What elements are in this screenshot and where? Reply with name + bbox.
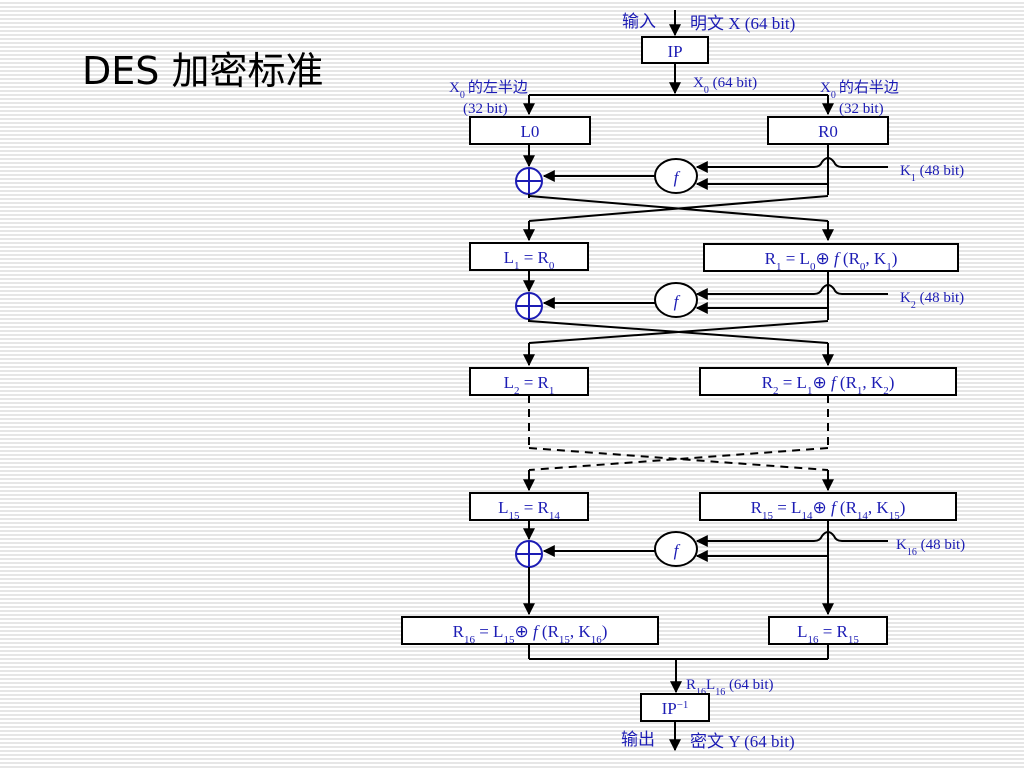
left-half-size: (32 bit) — [463, 101, 508, 117]
r0-box — [767, 116, 889, 145]
right-half-size: (32 bit) — [839, 101, 884, 117]
l15-box — [469, 492, 589, 521]
f-function-node — [654, 531, 698, 567]
k2-line — [695, 284, 888, 300]
l1-box — [469, 242, 589, 271]
k2-label: K2 (48 bit) — [900, 290, 964, 311]
x0-size-label: X0 (64 bit) — [693, 75, 757, 96]
ciphertext-label: 密文 Y (64 bit) — [690, 732, 795, 751]
r0-label: R0 — [818, 122, 838, 141]
r15-box — [699, 492, 957, 521]
cross-line — [528, 320, 829, 344]
k16-line — [695, 531, 888, 547]
r1-box — [703, 243, 959, 272]
ip-inverse-box — [640, 693, 710, 722]
output-label: 输出 — [621, 730, 655, 749]
f-symbol: f — [674, 168, 681, 187]
final-merge-label: R16L16 (64 bit) — [686, 677, 774, 698]
input-label: 输入 — [622, 12, 656, 31]
elided-rounds — [528, 395, 829, 471]
plaintext-label: 明文 X (64 bit) — [690, 14, 795, 33]
k1-line — [695, 157, 888, 173]
ip-box — [641, 36, 709, 64]
ip-inverse-label: IP−1 — [662, 699, 689, 718]
r2-box — [699, 367, 957, 396]
ip-label: IP — [667, 42, 682, 61]
f-symbol: f — [674, 292, 681, 311]
slide-title: DES 加密标准 — [82, 49, 324, 93]
l0-label: L0 — [521, 122, 540, 141]
cross-line — [528, 195, 829, 222]
k1-label: K1 (48 bit) — [900, 163, 964, 184]
k16-label: K16 (48 bit) — [896, 537, 965, 558]
f-function-node — [654, 282, 698, 318]
f-symbol: f — [674, 541, 681, 560]
